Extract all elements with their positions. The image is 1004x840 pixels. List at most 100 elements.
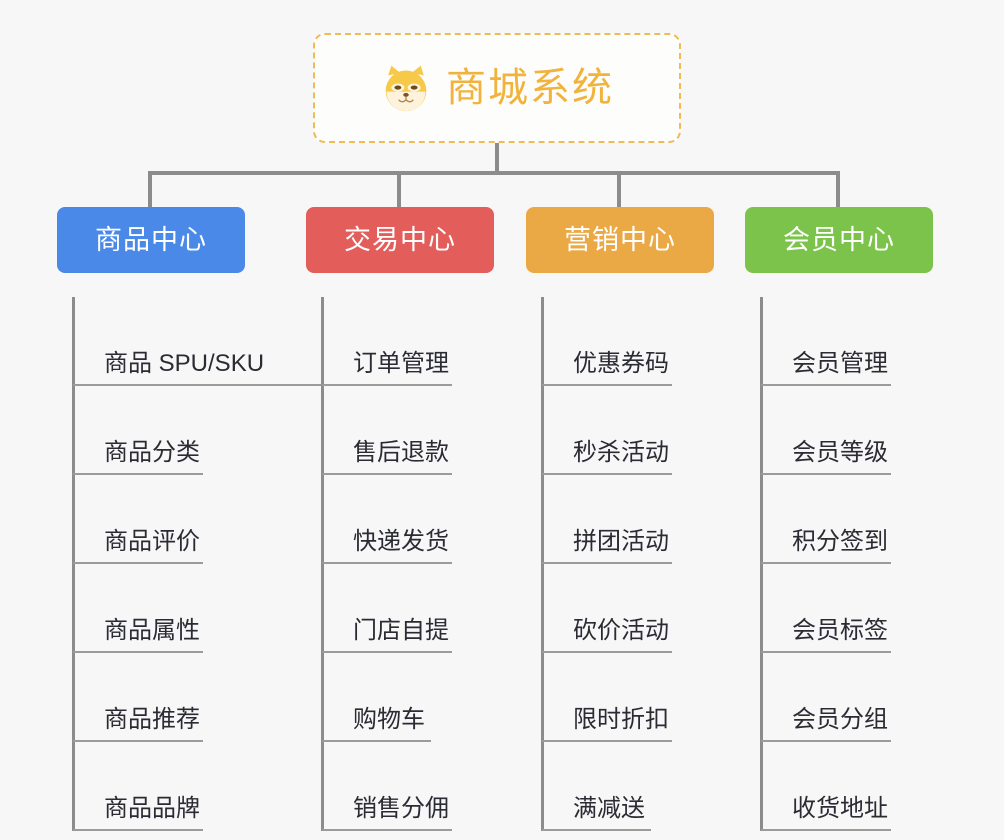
list-item-underline (542, 651, 672, 653)
list-item-underline (322, 384, 452, 386)
list-item-label: 砍价活动 (573, 617, 669, 644)
connector-drop-1 (397, 171, 401, 209)
list-item[interactable]: 快递发货 (322, 475, 526, 564)
list-item-underline (73, 740, 203, 742)
list-item-label: 会员标签 (792, 617, 888, 644)
list-item[interactable]: 商品分类 (73, 386, 277, 475)
column-rail-0 (72, 297, 75, 831)
list-item[interactable]: 订单管理 (322, 297, 526, 386)
list-item-label: 商品分类 (104, 439, 200, 466)
root-title: 商城系统 (446, 66, 614, 110)
connector-horizontal-bus (148, 171, 838, 175)
column-body-2: 优惠券码秒杀活动拼团活动砍价活动限时折扣满减送 (526, 297, 746, 831)
list-item-underline (73, 473, 203, 475)
list-item-underline (542, 384, 672, 386)
list-item-label: 商品推荐 (104, 706, 200, 733)
shiba-dog-face-icon (380, 64, 432, 116)
list-item[interactable]: 积分签到 (761, 475, 965, 564)
connector-root-stem (495, 143, 499, 173)
list-item-label: 商品 SPU/SKU (104, 350, 265, 377)
list-item-underline (542, 473, 672, 475)
list-item[interactable]: 收货地址 (761, 742, 965, 831)
list-item-underline (322, 562, 452, 564)
list-item[interactable]: 会员管理 (761, 297, 965, 386)
list-item[interactable]: 拼团活动 (542, 475, 746, 564)
list-item-label: 商品属性 (104, 617, 200, 644)
list-item[interactable]: 商品品牌 (73, 742, 277, 831)
list-item-underline (73, 829, 203, 831)
list-item-label: 拼团活动 (573, 528, 669, 555)
list-item-label: 会员管理 (792, 350, 888, 377)
column-header-0[interactable]: 商品中心 (57, 207, 245, 273)
list-item[interactable]: 商品属性 (73, 564, 277, 653)
list-item-underline (322, 473, 452, 475)
column-0: 商品中心商品 SPU/SKU 商品分类商品评价商品属性商品推荐商品品牌 (57, 207, 329, 831)
list-item-underline (73, 384, 329, 386)
list-item-underline (322, 651, 452, 653)
list-item-underline (73, 562, 203, 564)
column-header-2[interactable]: 营销中心 (526, 207, 714, 273)
list-item-label: 快递发货 (353, 528, 449, 555)
column-header-label: 会员中心 (783, 224, 895, 255)
column-rail-3 (760, 297, 763, 831)
list-item-label: 优惠券码 (573, 350, 669, 377)
list-item-underline (542, 562, 672, 564)
list-item-underline (761, 829, 891, 831)
list-item-label: 门店自提 (353, 617, 449, 644)
list-item-label: 商品评价 (104, 528, 200, 555)
list-item-label: 限时折扣 (573, 706, 669, 733)
list-item[interactable]: 商品推荐 (73, 653, 277, 742)
list-item-underline (761, 562, 891, 564)
connector-drop-2 (617, 171, 621, 209)
column-header-label: 商品中心 (95, 224, 207, 255)
list-item-underline (322, 829, 452, 831)
root-node[interactable]: 商城系统 (313, 33, 681, 143)
list-item[interactable]: 销售分佣 (322, 742, 526, 831)
list-item-underline (761, 651, 891, 653)
list-item[interactable]: 会员等级 (761, 386, 965, 475)
column-item-list-0: 商品 SPU/SKU 商品分类商品评价商品属性商品推荐商品品牌 (73, 297, 329, 831)
list-item-underline (761, 473, 891, 475)
list-item[interactable]: 限时折扣 (542, 653, 746, 742)
list-item-underline (542, 829, 651, 831)
list-item[interactable]: 秒杀活动 (542, 386, 746, 475)
list-item-underline (322, 740, 431, 742)
list-item-label: 会员等级 (792, 439, 888, 466)
column-item-list-1: 订单管理售后退款快递发货门店自提购物车销售分佣 (322, 297, 526, 831)
list-item[interactable]: 售后退款 (322, 386, 526, 475)
column-header-1[interactable]: 交易中心 (306, 207, 494, 273)
list-item-label: 积分签到 (792, 528, 888, 555)
column-2: 营销中心优惠券码秒杀活动拼团活动砍价活动限时折扣满减送 (526, 207, 746, 831)
column-header-label: 交易中心 (344, 224, 456, 255)
column-item-list-3: 会员管理会员等级积分签到会员标签会员分组收货地址 (761, 297, 965, 831)
column-header-3[interactable]: 会员中心 (745, 207, 933, 273)
column-item-list-2: 优惠券码秒杀活动拼团活动砍价活动限时折扣满减送 (542, 297, 746, 831)
list-item-underline (761, 740, 891, 742)
list-item[interactable]: 会员分组 (761, 653, 965, 742)
connector-drop-3 (836, 171, 840, 209)
list-item-label: 销售分佣 (353, 795, 449, 822)
column-rail-1 (321, 297, 324, 831)
list-item[interactable]: 优惠券码 (542, 297, 746, 386)
list-item-underline (73, 651, 203, 653)
list-item-label: 购物车 (353, 706, 425, 733)
list-item-label: 会员分组 (792, 706, 888, 733)
list-item-label: 订单管理 (353, 350, 449, 377)
list-item[interactable]: 购物车 (322, 653, 526, 742)
column-rail-2 (541, 297, 544, 831)
list-item-underline (761, 384, 891, 386)
list-item[interactable]: 砍价活动 (542, 564, 746, 653)
column-body-3: 会员管理会员等级积分签到会员标签会员分组收货地址 (745, 297, 965, 831)
list-item[interactable]: 商品评价 (73, 475, 277, 564)
list-item-underline (542, 740, 672, 742)
column-body-1: 订单管理售后退款快递发货门店自提购物车销售分佣 (306, 297, 526, 831)
list-item-label: 满减送 (573, 795, 645, 822)
column-3: 会员中心会员管理会员等级积分签到会员标签会员分组收货地址 (745, 207, 965, 831)
list-item[interactable]: 会员标签 (761, 564, 965, 653)
list-item[interactable]: 满减送 (542, 742, 746, 831)
list-item[interactable]: 商品 SPU/SKU (73, 297, 329, 386)
list-item[interactable]: 门店自提 (322, 564, 526, 653)
column-1: 交易中心订单管理售后退款快递发货门店自提购物车销售分佣 (306, 207, 526, 831)
list-item-label: 售后退款 (353, 439, 449, 466)
